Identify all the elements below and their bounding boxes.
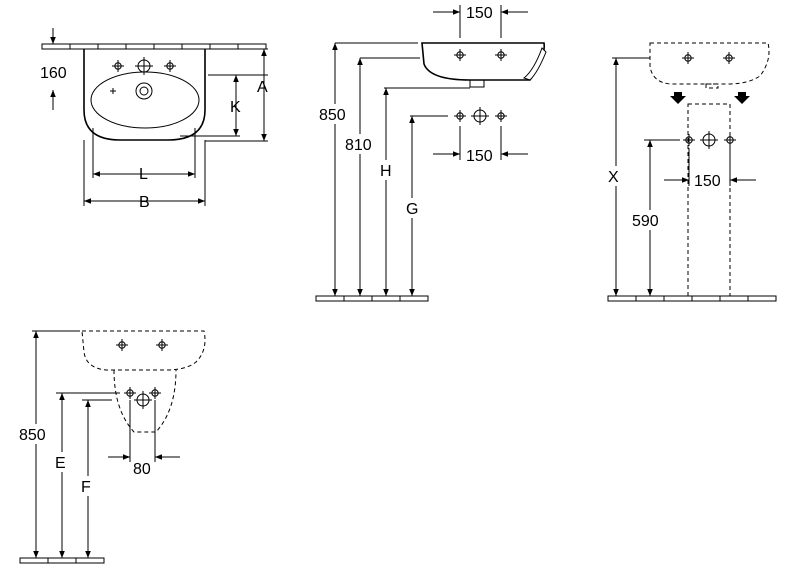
dim-x: X (608, 169, 619, 186)
bowl-outline (90, 71, 200, 129)
dim-b: B (139, 194, 150, 211)
dim-850-semi: 850 (19, 427, 46, 444)
waste-outlet-icon (699, 130, 719, 150)
tap-hole-icon (115, 338, 129, 352)
tap-hole-icon (681, 51, 695, 65)
floor-tiles (19, 557, 105, 564)
dim-150-pedestal: 150 (694, 173, 721, 190)
front-view: 160 A K L B (40, 28, 268, 211)
dim-f: F (81, 479, 91, 496)
dim-850: 850 (319, 107, 346, 124)
valve-icon (682, 133, 696, 147)
dim-160: 160 (40, 65, 67, 82)
basin-side-outline (421, 42, 546, 81)
dim-810: 810 (345, 137, 372, 154)
tap-hole-icon (722, 51, 736, 65)
waste-outlet-icon (470, 106, 490, 126)
semi-pedestal-dashed-outline (113, 369, 177, 433)
tap-hole-icon (111, 59, 125, 73)
dim-l: L (139, 166, 148, 183)
valve-icon (453, 109, 467, 123)
basin-dashed-outline (81, 330, 206, 371)
dim-a: A (257, 79, 268, 96)
semi-pedestal-view: 850 E F 80 (18, 330, 206, 564)
wall-tiles (41, 43, 267, 50)
side-view: 150 850 810 H G 150 (315, 5, 547, 302)
pedestal-dashed-outline (687, 103, 731, 299)
pedestal-view: X 590 150 (606, 42, 777, 302)
tap-hole-icon (494, 48, 508, 62)
drain-icon (135, 82, 153, 100)
dim-h: H (380, 163, 392, 180)
floor-tiles (607, 295, 777, 302)
arrow-down-icon (670, 92, 686, 104)
arrow-down-icon (734, 92, 750, 104)
dim-k: K (230, 99, 241, 116)
tap-hole-icon (163, 59, 177, 73)
valve-icon (148, 386, 162, 400)
dim-150-bottom: 150 (466, 148, 493, 165)
dim-e: E (55, 455, 66, 472)
valve-icon (723, 133, 737, 147)
tap-hole-icon (155, 338, 169, 352)
dim-g: G (406, 201, 418, 218)
floor-tiles (315, 295, 429, 302)
basin-outline (83, 49, 206, 141)
dim-150-top: 150 (466, 5, 493, 22)
tap-hole-icon (453, 48, 467, 62)
basin-dashed-outline (649, 42, 770, 85)
dim-590: 590 (632, 213, 659, 230)
valve-icon (494, 109, 508, 123)
waste-outlet-icon (133, 390, 153, 410)
valve-icon (123, 386, 137, 400)
dim-80: 80 (133, 461, 151, 478)
